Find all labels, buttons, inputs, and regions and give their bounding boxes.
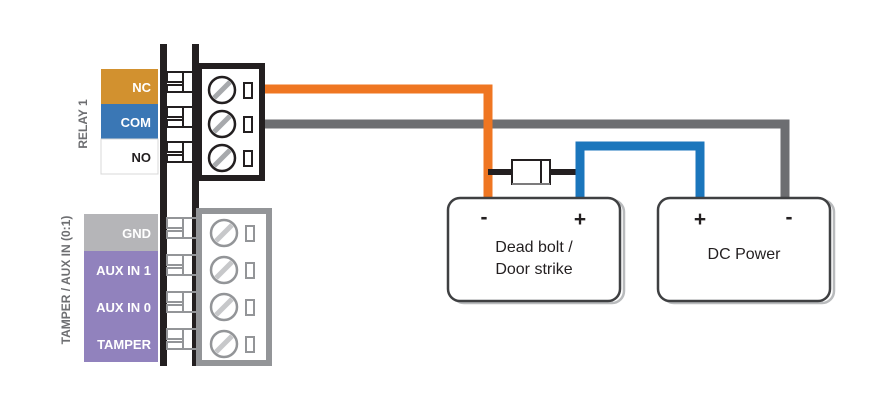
board-rail-right <box>192 44 199 366</box>
aux-block: TAMPER / AUX IN (0:1) GND AUX IN 1 AUX I… <box>59 208 272 366</box>
relay-group-label: RELAY 1 <box>76 99 90 149</box>
dcpower-title-line-1: DC Power <box>708 246 782 263</box>
relay-terminal-no[interactable]: NO <box>100 138 159 175</box>
aux-screw-4[interactable] <box>209 329 255 359</box>
aux-terminal-tamper[interactable]: TAMPER <box>84 325 158 362</box>
aux-terminal-aux-in-1-label: AUX IN 1 <box>96 263 151 278</box>
relay-terminal-com[interactable]: COM <box>101 104 158 139</box>
wire-nc-to-deadbolt-negative <box>262 84 493 205</box>
aux-screw-1[interactable] <box>209 218 255 248</box>
wire-com-to-dcpower-negative <box>262 119 790 205</box>
board-rail-left <box>160 44 167 366</box>
device-dead-bolt-door-strike: - + Dead bolt / Door strike <box>446 196 626 305</box>
dcpower-negative-terminal-label: - <box>786 206 793 229</box>
relay-terminal-nc-label: NC <box>132 80 151 95</box>
relay-block: RELAY 1 NC COM NO <box>76 63 265 181</box>
aux-screw-3[interactable] <box>209 292 255 322</box>
deadbolt-title-line-1: Dead bolt / <box>495 239 573 256</box>
device-dc-power: + - DC Power <box>656 196 836 305</box>
aux-terminal-aux-in-0[interactable]: AUX IN 0 <box>84 288 158 325</box>
aux-group-label: TAMPER / AUX IN (0:1) <box>59 216 73 345</box>
relay-screw-3[interactable] <box>207 143 253 173</box>
relay-terminal-nc[interactable]: NC <box>101 69 158 104</box>
deadbolt-negative-terminal-label: - <box>481 206 488 229</box>
relay-terminal-no-label: NO <box>132 150 152 165</box>
aux-terminal-aux-in-1[interactable]: AUX IN 1 <box>84 251 158 288</box>
aux-terminal-tamper-label: TAMPER <box>97 337 152 352</box>
relay-screw-2[interactable] <box>207 109 253 139</box>
diode-icon <box>511 159 551 185</box>
aux-terminal-gnd-label: GND <box>122 226 151 241</box>
relay-terminal-com-label: COM <box>121 115 151 130</box>
deadbolt-positive-terminal-label: + <box>574 208 586 231</box>
aux-terminal-gnd[interactable]: GND <box>84 214 158 251</box>
wire-deadbolt-positive-to-dcpower-positive <box>575 141 705 205</box>
aux-terminal-aux-in-0-label: AUX IN 0 <box>96 300 151 315</box>
aux-screw-2[interactable] <box>209 255 255 285</box>
relay-screw-1[interactable] <box>207 75 253 105</box>
deadbolt-title-line-2: Door strike <box>495 261 572 278</box>
dcpower-positive-terminal-label: + <box>694 208 706 231</box>
